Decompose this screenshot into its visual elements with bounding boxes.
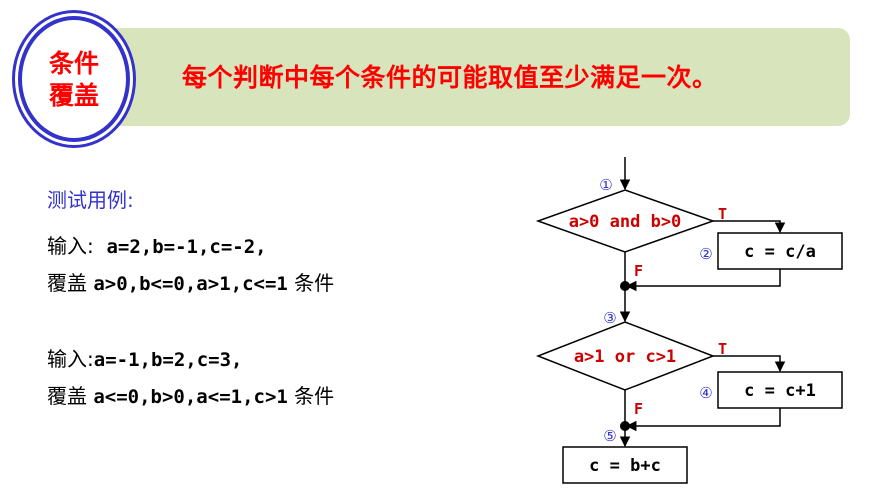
decision-1-true-line xyxy=(713,220,786,234)
case2-input-line: 输入:a=-1,b=2,c=3, xyxy=(47,343,242,372)
case1-cover-suffix: 条件 xyxy=(287,271,335,295)
decision-1-true-label: T xyxy=(718,205,727,223)
process-box-2-text: c = c+1 xyxy=(744,381,816,401)
case1-input-value: a=2,b=-1,c=-2, xyxy=(106,236,267,258)
case1-input-line: 输入: a=2,b=-1,c=-2, xyxy=(47,230,267,259)
process-box-3 xyxy=(562,446,688,484)
case2-cover-value: a<=0,b>0,a<=1,c>1 xyxy=(93,386,288,408)
path-mark-5: ⑤ xyxy=(603,427,616,445)
decision-1-false-label: F xyxy=(634,262,643,280)
decision-2-text: a>1 or c>1 xyxy=(574,347,676,367)
case2-input-value: a=-1,b=2,c=3, xyxy=(93,349,243,371)
case2-cover-suffix: 条件 xyxy=(287,384,335,408)
topic-badge: 条件 覆盖 xyxy=(18,16,130,142)
decision-2-false-label: F xyxy=(634,400,643,418)
slide-title: 每个判断中每个条件的可能取值至少满足一次。 xyxy=(182,63,718,92)
path-mark-4: ④ xyxy=(699,384,712,402)
decision-1-text: a>0 and b>0 xyxy=(569,212,682,232)
process-box-3-text: c = b+c xyxy=(589,456,661,476)
process-box-2 xyxy=(717,371,843,409)
process-box-1-text: c = c/a xyxy=(744,242,816,262)
title-band xyxy=(60,28,850,126)
decision-2-true-line xyxy=(713,355,786,373)
testcase-heading: 测试用例: xyxy=(47,188,134,212)
badge-line-1: 条件 xyxy=(48,49,99,78)
decision-2-true-label: T xyxy=(718,340,727,358)
badge-label: 条件 覆盖 xyxy=(22,48,126,112)
box-1-return-line xyxy=(625,269,781,292)
badge-line-2: 覆盖 xyxy=(48,81,99,110)
path-mark-3: ③ xyxy=(603,309,616,327)
case2-cover-line: 覆盖 a<=0,b>0,a<=1,c>1 条件 xyxy=(47,380,334,409)
case1-input-label: 输入: xyxy=(47,234,107,258)
case1-cover-value: a>0,b<=0,a>1,c<=1 xyxy=(93,273,288,295)
case2-cover-label: 覆盖 xyxy=(47,384,94,408)
case1-cover-line: 覆盖 a>0,b<=0,a>1,c<=1 条件 xyxy=(47,267,334,296)
box-2-return-line xyxy=(625,408,781,432)
path-mark-2: ② xyxy=(699,245,712,263)
path-mark-1: ① xyxy=(599,176,612,194)
case2-input-label: 输入: xyxy=(47,347,94,371)
case1-cover-label: 覆盖 xyxy=(47,271,94,295)
